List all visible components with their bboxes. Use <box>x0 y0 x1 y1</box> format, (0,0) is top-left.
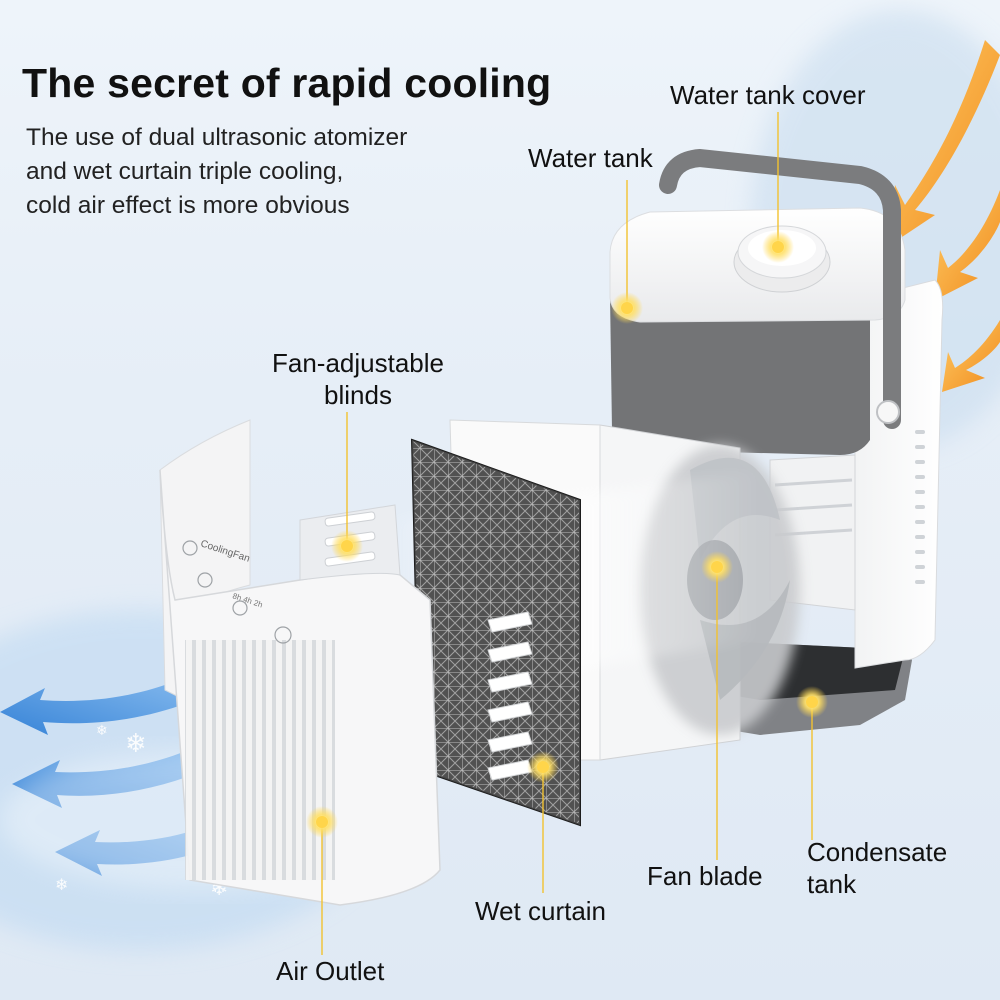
label-water-tank-cover: Water tank cover <box>670 80 866 110</box>
svg-text:❄: ❄ <box>55 875 68 894</box>
description: The use of dual ultrasonic atomizer and … <box>26 121 496 223</box>
label-air-outlet: Air Outlet <box>276 956 385 986</box>
marker-air-outlet <box>306 806 338 838</box>
marker-wet-curtain <box>527 751 559 783</box>
timer-icon <box>232 600 248 616</box>
label-fan-adjustable-blinds: Fan-adjustable blinds <box>258 347 458 411</box>
marker-water-tank-cover <box>762 231 794 263</box>
callout-leader-lines <box>321 112 813 955</box>
description-line: cold air effect is more obvious <box>26 192 350 219</box>
svg-text:❄: ❄ <box>96 723 108 739</box>
description-line: and wet curtain triple cooling, <box>26 158 344 185</box>
callout-marker-dots <box>306 231 828 838</box>
label-line: blinds <box>324 380 392 410</box>
marker-water-tank <box>611 292 643 324</box>
label-fan-blade: Fan blade <box>647 861 763 891</box>
page-title: The secret of rapid cooling <box>22 60 552 106</box>
svg-text:❄: ❄ <box>125 729 147 759</box>
wet-curtain-part <box>410 438 581 827</box>
description-line: The use of dual ultrasonic atomizer <box>26 124 408 151</box>
label-line: Fan-adjustable <box>272 348 444 378</box>
label-line: tank <box>807 869 857 899</box>
marker-fan-blade <box>701 551 733 583</box>
marker-fan-blinds <box>331 530 363 562</box>
mode-icon <box>197 572 213 588</box>
front-shell-part: CoolingFan 8h 4h 2h <box>159 419 441 906</box>
power-icon <box>182 540 198 556</box>
label-water-tank: Water tank <box>528 143 653 173</box>
marker-condensate-tank <box>796 686 828 718</box>
label-wet-curtain: Wet curtain <box>475 896 607 926</box>
label-condensate-tank: Condensate tank <box>807 836 947 900</box>
label-line: Condensate <box>807 837 948 867</box>
speed-icon <box>274 626 292 644</box>
warm-airflow-arrows <box>890 40 1000 392</box>
